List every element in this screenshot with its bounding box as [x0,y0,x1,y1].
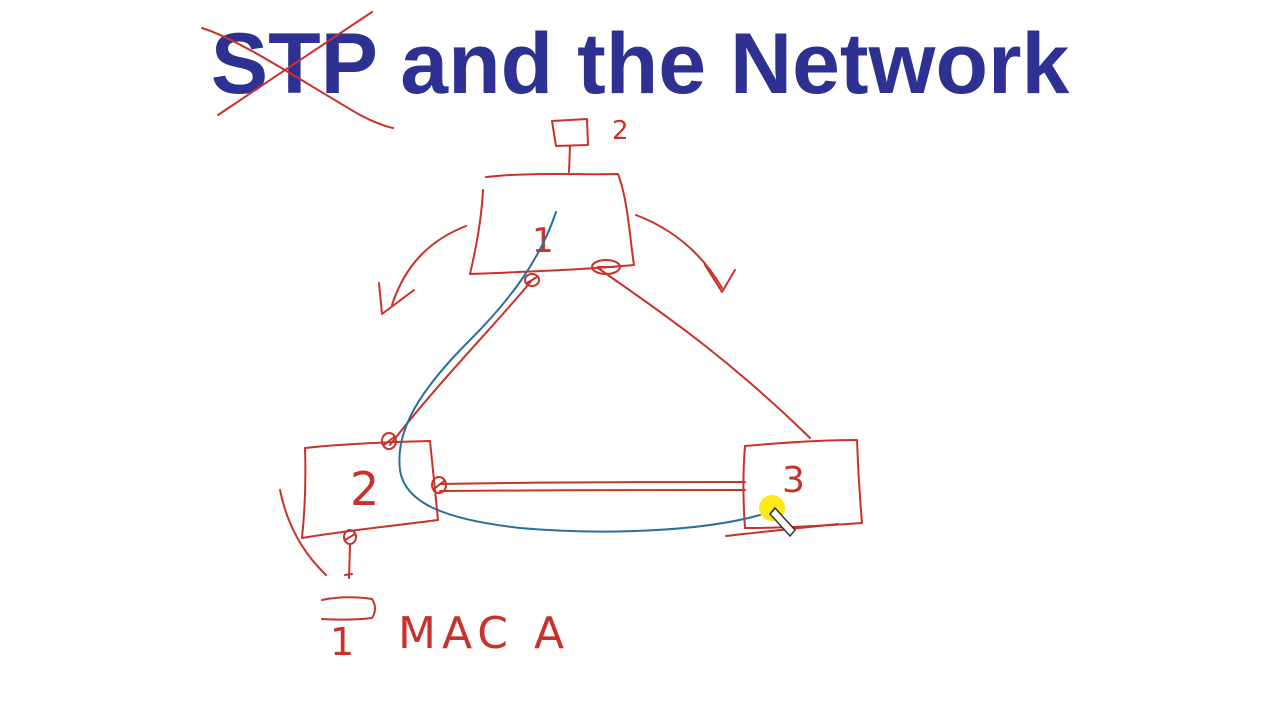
title-rest: and the Network [376,16,1070,112]
switch-top [469,173,635,275]
top-device-label: 2 [612,116,629,146]
frame-path [398,211,761,533]
strike-through-mark [201,11,394,129]
link-top-right [597,267,811,439]
slide-title: STP and the Network [0,14,1280,114]
arrow-right-down [635,214,736,293]
host-pc [321,544,376,621]
switch-right [742,439,863,529]
link-top-left [389,279,533,446]
pen-cursor-icon [759,495,796,538]
host-label: 1 [330,620,354,664]
arc-mark [279,489,327,576]
link-left-right [439,481,746,492]
underline-mark [725,523,839,537]
switch-left-label: 2 [350,462,379,516]
switch-right-label: 3 [782,460,805,501]
port-markers [343,259,621,545]
top-device [551,118,589,173]
mac-label: MAC A [398,608,570,659]
arrow-left-down [378,225,467,315]
